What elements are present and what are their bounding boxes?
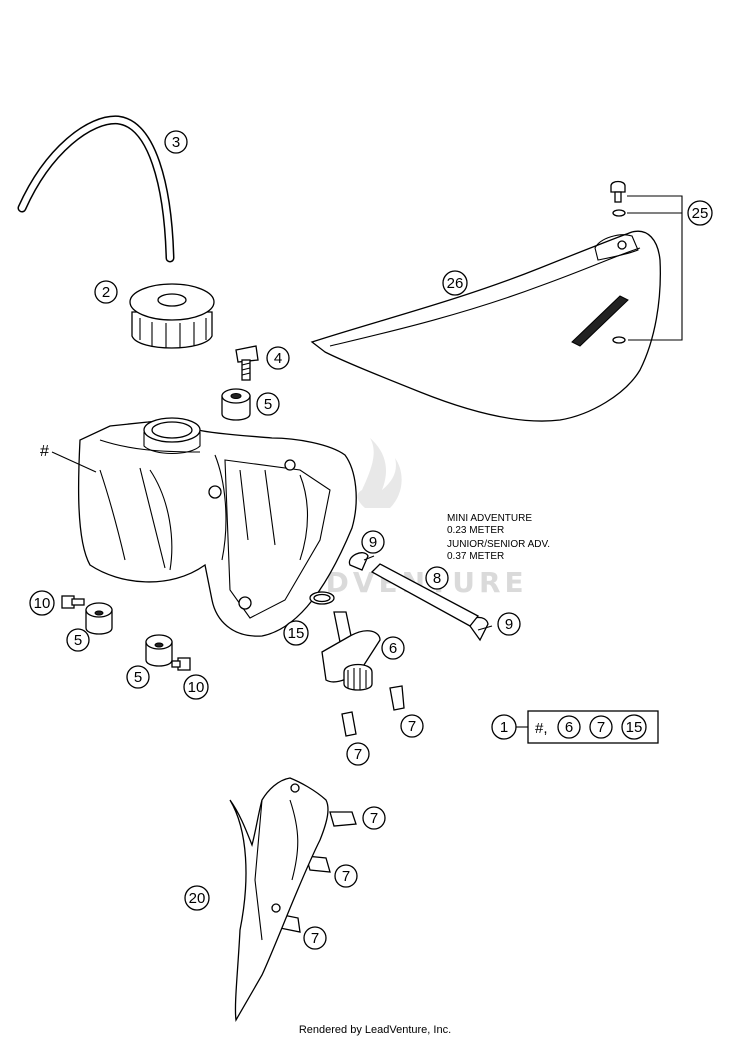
callout-5-left: 5	[66, 628, 90, 652]
o-ring-15	[309, 591, 335, 605]
callout-2: 2	[94, 280, 118, 304]
svg-text:8: 8	[433, 570, 441, 587]
callout-7-b: 7	[346, 742, 370, 766]
tank-shroud-20	[229, 777, 329, 1022]
screw-7c	[329, 811, 357, 827]
svg-text:7: 7	[311, 930, 319, 947]
svg-text:20: 20	[189, 890, 206, 907]
callout-20: 20	[184, 885, 210, 911]
svg-text:1: 1	[500, 719, 508, 736]
svg-text:10: 10	[34, 595, 51, 612]
svg-text:5: 5	[74, 632, 82, 649]
callout-5-top: 5	[256, 392, 280, 416]
bolt-10-left	[61, 595, 85, 609]
svg-text:15: 15	[288, 625, 305, 642]
svg-text:2: 2	[102, 284, 110, 301]
svg-text:JUNIOR/SENIOR ADV.: JUNIOR/SENIOR ADV.	[447, 539, 550, 550]
svg-text:6: 6	[389, 640, 397, 657]
callout-3: 3	[164, 130, 188, 154]
callout-9-top: 9	[361, 530, 385, 554]
callout-5-right: 5	[126, 665, 150, 689]
fuel-tap-6	[321, 611, 381, 691]
svg-text:10: 10	[188, 679, 205, 696]
rubber-spacer-top	[221, 388, 251, 421]
callout-7-e: 7	[303, 926, 327, 950]
callout-7-c: 7	[362, 806, 386, 830]
hose-length-note: MINI ADVENTURE 0.23 METER JUNIOR/SENIOR …	[447, 513, 550, 562]
svg-text:7: 7	[342, 868, 350, 885]
callout-9-bottom: 9	[497, 612, 521, 636]
svg-text:7: 7	[370, 810, 378, 827]
bolt-10-right	[171, 657, 191, 671]
svg-text:7: 7	[408, 718, 416, 735]
callout-4: 4	[266, 346, 290, 370]
svg-text:MINI ADVENTURE: MINI ADVENTURE	[447, 513, 532, 524]
svg-text:0.37 METER: 0.37 METER	[447, 551, 504, 562]
svg-text:7: 7	[354, 746, 362, 763]
svg-text:0.23 METER: 0.23 METER	[447, 525, 504, 536]
svg-text:6: 6	[565, 719, 573, 736]
svg-text:7: 7	[597, 719, 605, 736]
svg-text:4: 4	[274, 350, 282, 367]
callout-6: 6	[381, 636, 405, 660]
hash-label: #	[40, 443, 97, 473]
svg-text:5: 5	[134, 669, 142, 686]
bolt-4	[235, 345, 259, 381]
kit-reference: 1 #, 6 7 15	[491, 710, 659, 744]
fuel-tank	[77, 417, 357, 637]
svg-text:26: 26	[447, 275, 464, 292]
screw-7b	[341, 711, 357, 737]
callout-7-a: 7	[400, 714, 424, 738]
svg-text:9: 9	[369, 534, 377, 551]
callout-15: 15	[283, 620, 309, 646]
svg-text:25: 25	[692, 205, 709, 222]
fuel-cap	[129, 283, 215, 349]
fuel-line-8	[370, 563, 479, 627]
svg-text:5: 5	[264, 396, 272, 413]
svg-text:9: 9	[505, 616, 513, 633]
callout-7-d: 7	[334, 864, 358, 888]
svg-text:15: 15	[626, 719, 643, 736]
seat: KTM	[310, 230, 661, 422]
footer-credit: Rendered by LeadVenture, Inc.	[298, 1024, 452, 1036]
callout-26: 26	[442, 270, 468, 296]
rubber-spacer-left	[85, 602, 113, 635]
svg-text:#: #	[40, 443, 49, 460]
svg-text:#,: #,	[535, 720, 548, 737]
hose-clamps	[348, 552, 493, 642]
callout-25: 25	[687, 200, 713, 226]
screw-7a	[389, 685, 405, 711]
callout-10-right: 10	[183, 674, 209, 700]
callout-10-left: 10	[29, 590, 55, 616]
rubber-spacer-right	[145, 634, 173, 667]
fuel-hose	[17, 115, 175, 263]
svg-text:3: 3	[172, 134, 180, 151]
callout-8: 8	[425, 566, 449, 590]
seat-screw-25	[610, 180, 683, 344]
